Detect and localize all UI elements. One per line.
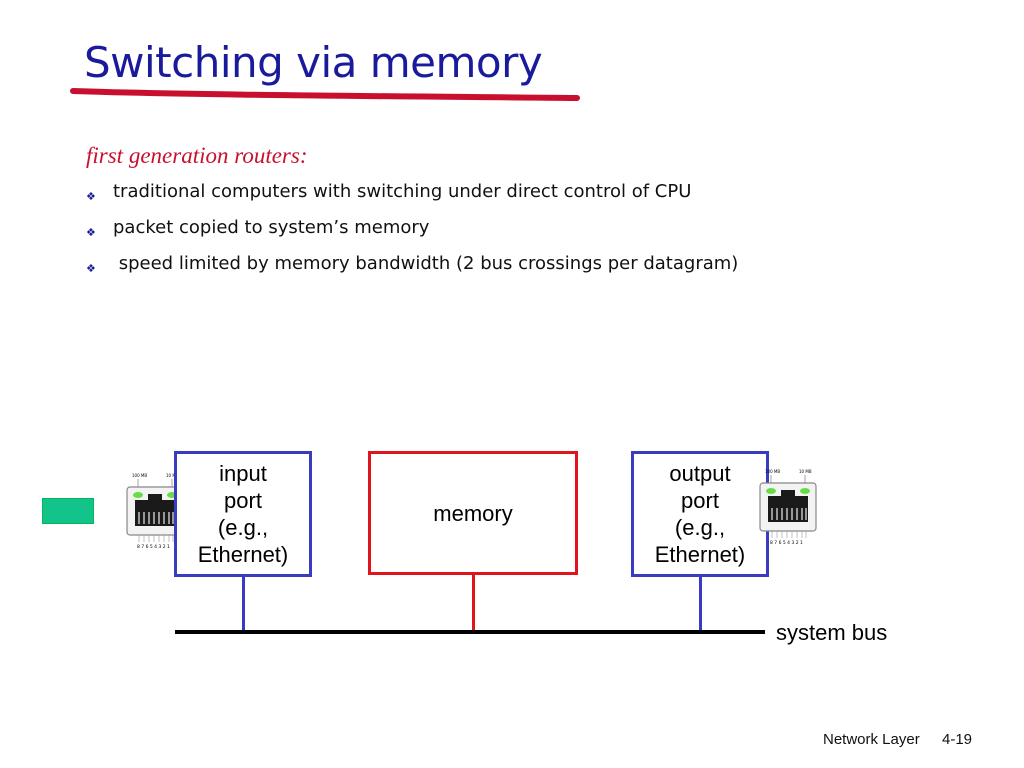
input-port-label-line: input bbox=[219, 461, 267, 486]
bullet-text: packet copied to system’s memory bbox=[113, 217, 430, 238]
pin-labels: 8 7 6 5 4 3 2 1 bbox=[770, 540, 803, 546]
subtitle: first generation routers: bbox=[86, 143, 308, 168]
title-underline bbox=[70, 88, 580, 101]
led-label: 10 MB bbox=[166, 473, 179, 478]
slide-title: Switching via memory bbox=[84, 38, 543, 87]
output-port-box: output port (e.g., Ethernet) bbox=[631, 451, 769, 577]
bullet-item: ❖ packet copied to system’s memory bbox=[86, 216, 738, 252]
output-port-label-line: (e.g., bbox=[674, 515, 726, 540]
system-bus-line bbox=[175, 630, 765, 634]
diamond-bullet-icon: ❖ bbox=[86, 262, 96, 275]
pin-labels: 8 7 6 5 4 3 2 1 bbox=[137, 544, 170, 550]
green-packet-block bbox=[42, 498, 94, 524]
input-port-label-line: port bbox=[224, 488, 262, 513]
footer-section-label: Network Layer bbox=[823, 731, 920, 748]
memory-label: memory bbox=[433, 501, 513, 526]
led-label: 100 MB bbox=[765, 469, 780, 474]
output-bus-connector bbox=[699, 577, 702, 631]
input-bus-connector bbox=[242, 577, 245, 631]
output-port-label-line: port bbox=[681, 488, 719, 513]
diamond-bullet-icon: ❖ bbox=[86, 226, 96, 239]
diamond-bullet-icon: ❖ bbox=[86, 190, 96, 203]
bullet-item: ❖ traditional computers with switching u… bbox=[86, 180, 738, 216]
input-port-label-line: (e.g., bbox=[217, 515, 269, 540]
bullet-item: ❖ speed limited by memory bandwidth (2 b… bbox=[86, 252, 738, 288]
led-label: 10 MB bbox=[799, 469, 812, 474]
output-port-label-line: Ethernet) bbox=[654, 542, 746, 567]
memory-bus-connector bbox=[472, 575, 475, 631]
led-label: 100 MB bbox=[132, 473, 147, 478]
output-port-label-line: output bbox=[669, 461, 731, 486]
slide-number: 4-19 bbox=[942, 731, 973, 748]
bullet-text: traditional computers with switching und… bbox=[113, 181, 692, 202]
ethernet-connector-icon: 100 MB 10 MB 8 7 6 5 4 3 2 1 bbox=[126, 473, 184, 550]
input-port-label-line: Ethernet) bbox=[197, 542, 289, 567]
ethernet-connector-icon: 100 MB 10 MB 8 7 6 5 4 3 2 1 bbox=[759, 469, 817, 546]
bullet-list: ❖ traditional computers with switching u… bbox=[86, 180, 738, 288]
bullet-text: speed limited by memory bandwidth (2 bus… bbox=[113, 253, 739, 274]
input-port-box: input port (e.g., Ethernet) bbox=[174, 451, 312, 577]
system-bus-label: system bus bbox=[776, 620, 888, 645]
memory-box: memory bbox=[368, 451, 578, 575]
